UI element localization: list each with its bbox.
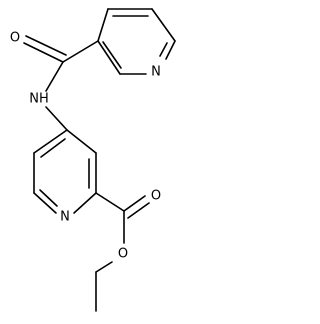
bond	[33, 129, 68, 154]
bond	[95, 261, 113, 273]
bond	[40, 138, 66, 158]
bond	[127, 202, 150, 219]
bond	[97, 8, 109, 42]
bond	[45, 61, 64, 92]
ester-carbonyl-oxygen-label: O	[151, 189, 161, 204]
bond	[25, 35, 67, 56]
structure-diagram: O NH N N O O	[10, 8, 176, 312]
bond	[151, 8, 176, 42]
amide-nh-label: NH	[29, 92, 49, 107]
molecule-canvas: O NH N N O O	[9, 8, 176, 312]
bond	[102, 41, 122, 69]
bond	[62, 40, 99, 63]
bond	[23, 42, 64, 63]
bond	[45, 106, 68, 131]
bond	[123, 195, 146, 212]
bond	[165, 40, 176, 60]
bond	[159, 42, 168, 57]
upper-pyridine-nitrogen-label: N	[151, 65, 161, 80]
bond	[73, 192, 97, 214]
bond	[66, 129, 97, 154]
bond	[39, 189, 58, 207]
bond	[33, 192, 57, 214]
lower-pyridine-nitrogen-label: N	[60, 210, 70, 225]
bond	[97, 40, 121, 75]
amide-oxygen-label: O	[10, 31, 20, 46]
bond	[95, 192, 125, 212]
ester-ether-oxygen-label: O	[118, 247, 128, 262]
